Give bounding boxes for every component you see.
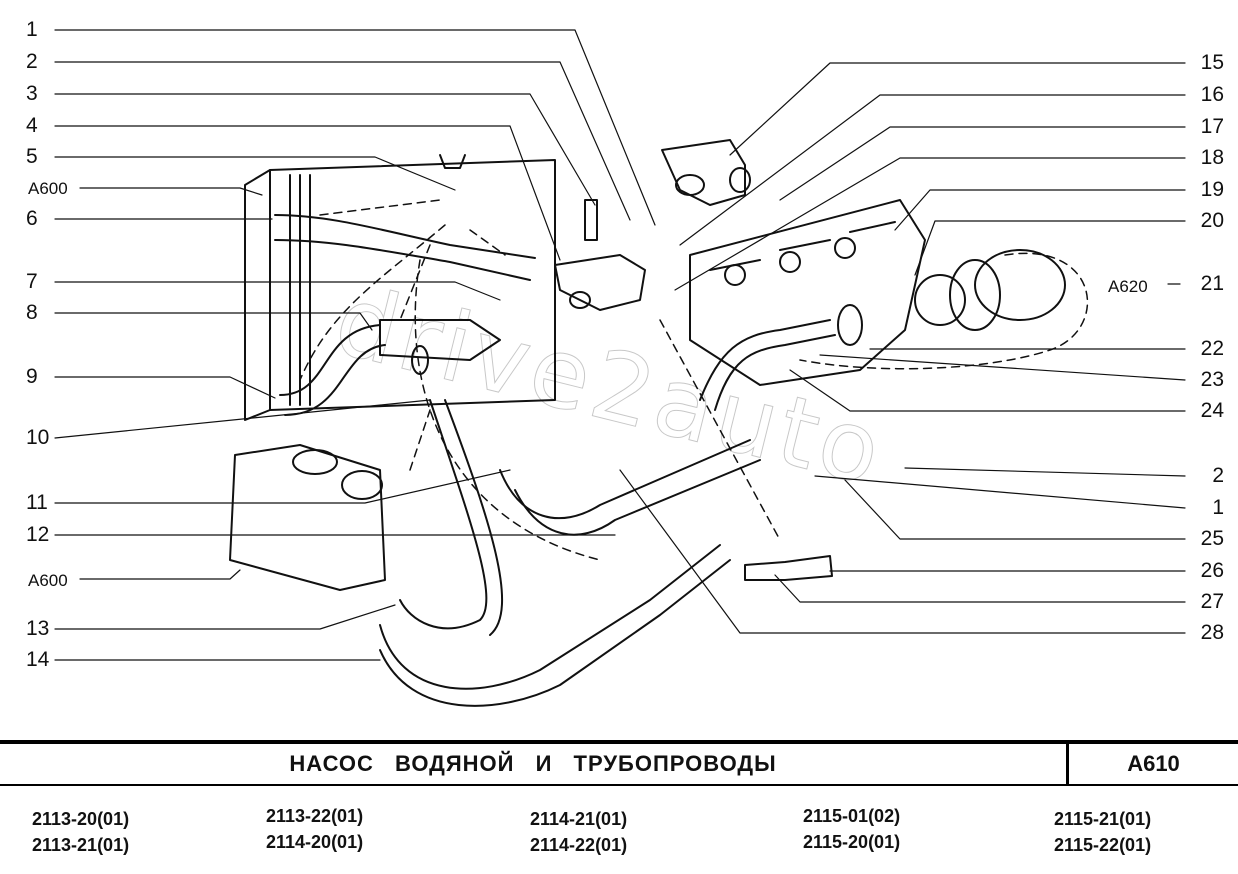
callout-number: 24 <box>1200 399 1224 422</box>
callout-number: 19 <box>1200 178 1224 201</box>
inlet-pipe <box>699 304 863 411</box>
model-column: 2115-21(01) 2115-22(01) <box>1054 806 1151 858</box>
section-code: А610 <box>1127 751 1180 776</box>
callout-number: 6 <box>26 207 38 230</box>
upper-hose <box>274 214 536 281</box>
callout-number: 16 <box>1200 83 1224 106</box>
callout-number: 10 <box>26 426 50 449</box>
callout-number: 2 <box>1212 464 1224 487</box>
engine-block <box>689 199 926 386</box>
assembly-lines <box>299 199 781 561</box>
water-pump <box>914 249 1066 331</box>
outlet-fitting <box>554 199 646 311</box>
callout-number: 1 <box>1212 496 1224 519</box>
lower-hose <box>279 324 386 416</box>
page-title: НАСОС ВОДЯНОЙ И ТРУБОПРОВОДЫ <box>289 751 777 776</box>
callout-number: 20 <box>1200 209 1224 232</box>
callout-number: 3 <box>26 82 38 105</box>
model-number: 2115-22(01) <box>1054 835 1152 855</box>
model-number: 2114-21(01) <box>530 809 628 829</box>
callout-ref: А600 <box>28 571 68 590</box>
callout-number: 22 <box>1200 337 1224 360</box>
coolant-sensor <box>744 555 833 581</box>
bypass-hose <box>499 439 761 536</box>
callout-number: 9 <box>26 365 38 388</box>
title-bar: НАСОС ВОДЯНОЙ И ТРУБОПРОВОДЫ А610 <box>0 740 1238 786</box>
callout-number: 13 <box>26 617 50 640</box>
model-number: 2113-22(01) <box>266 806 364 826</box>
callout-number: 14 <box>26 648 50 671</box>
pump-assembly-path <box>799 252 1089 370</box>
radiator <box>244 154 556 421</box>
callout-number: 7 <box>26 270 38 293</box>
model-number: 2115-21(01) <box>1054 809 1152 829</box>
exploded-view-illustration <box>54 29 1186 707</box>
callout-number: 26 <box>1200 559 1224 582</box>
callout-number: 11 <box>26 491 48 514</box>
thermostat-housing <box>661 139 751 206</box>
title-divider <box>1066 744 1069 784</box>
model-number: 2114-22(01) <box>530 835 628 855</box>
right-leader-lines <box>619 62 1186 634</box>
callout-number: 8 <box>26 301 38 324</box>
model-column: 2113-20(01) 2113-21(01) <box>32 806 129 858</box>
model-number: 2113-20(01) <box>32 809 130 829</box>
callout-number: 17 <box>1200 115 1224 138</box>
callout-number: 21 <box>1200 272 1224 295</box>
model-number: 2113-21(01) <box>32 835 130 855</box>
model-number: 2115-20(01) <box>803 832 901 852</box>
callout-number: 15 <box>1200 51 1224 74</box>
model-number: 2114-20(01) <box>266 832 364 852</box>
callout-number: 23 <box>1200 368 1224 391</box>
heater-hoses <box>379 399 731 707</box>
model-column: 2115-01(02) 2115-20(01) <box>803 803 900 855</box>
callout-number: 4 <box>26 114 38 137</box>
callout-ref: А600 <box>28 179 68 198</box>
callout-number: 27 <box>1200 590 1224 613</box>
model-number: 2115-01(02) <box>803 806 901 826</box>
model-column: 2114-21(01) 2114-22(01) <box>530 806 627 858</box>
callout-number: 1 <box>26 18 38 41</box>
model-column: 2113-22(01) 2114-20(01) <box>266 803 363 855</box>
callout-number: 12 <box>26 523 50 546</box>
callout-number: 2 <box>26 50 38 73</box>
left-leader-lines <box>54 29 656 661</box>
callout-number: 28 <box>1200 621 1224 644</box>
callout-number: 5 <box>26 145 38 168</box>
callout-ref: А620 <box>1108 277 1148 296</box>
callout-number: 18 <box>1200 146 1224 169</box>
expansion-tank <box>229 444 386 591</box>
callout-number: 25 <box>1200 527 1224 550</box>
